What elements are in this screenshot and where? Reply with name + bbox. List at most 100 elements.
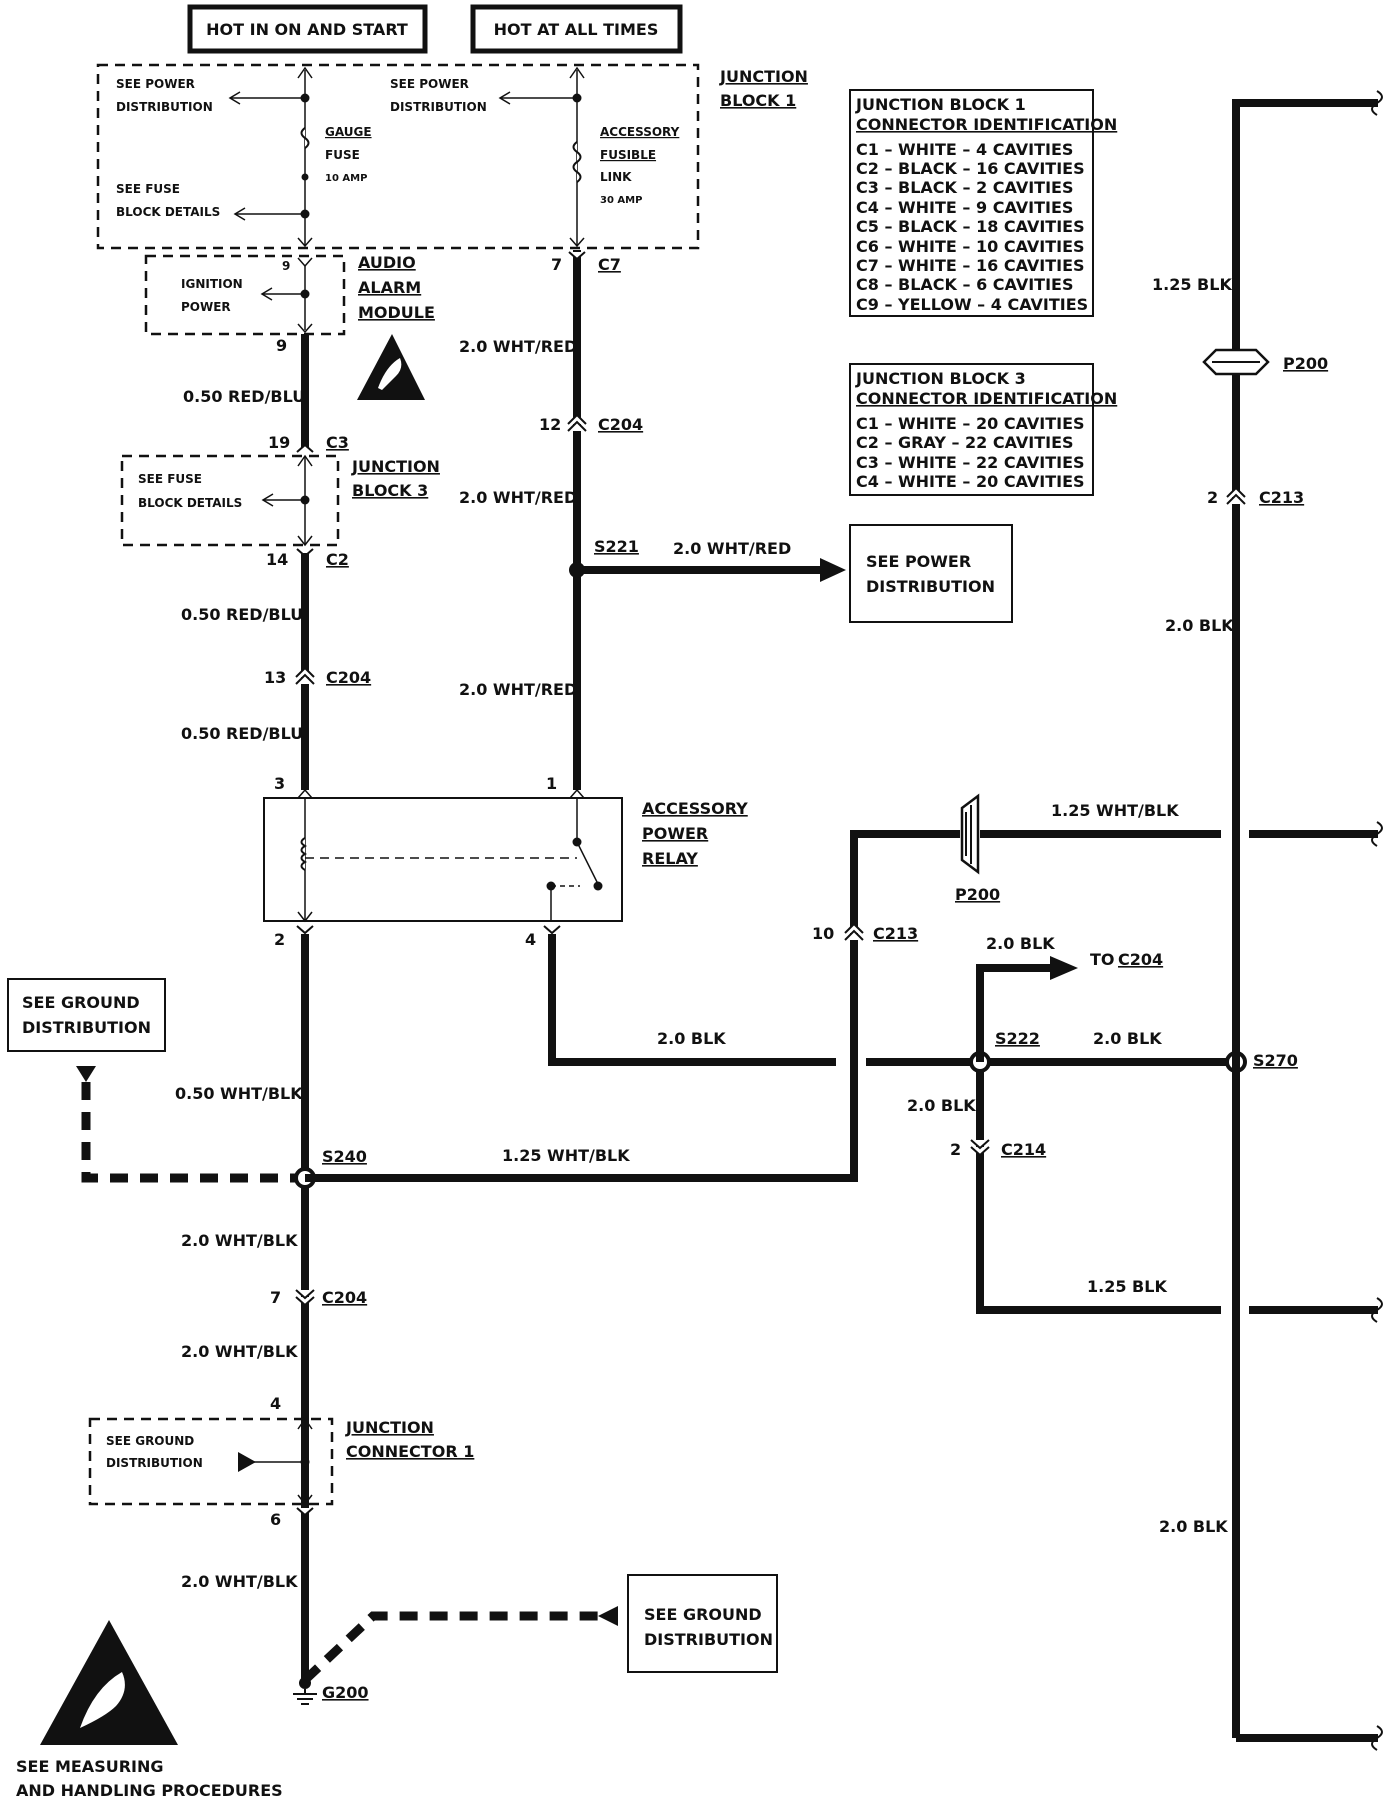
junction-block-1-name: JUNCTION — [719, 67, 808, 86]
c204-7-pin: 7 — [270, 1288, 281, 1307]
jb3-see-fuse-arrowhead — [261, 493, 274, 507]
c204-13-pin: 13 — [264, 668, 286, 687]
gauge-fuse-label-2: FUSE — [325, 148, 360, 162]
jb3-c3-connector — [296, 443, 314, 453]
see-power-distribution-box — [849, 524, 1013, 623]
relay-switch-blade — [576, 841, 599, 885]
relay-pin-3-arrow — [297, 788, 313, 799]
jb1-c7-connector — [568, 251, 586, 261]
p200-mid-connector — [960, 793, 980, 875]
jb1-table-row: C8 – BLACK – 6 CAVITIES — [856, 275, 1073, 294]
jb3-top-arrow — [297, 454, 313, 467]
gauge-fuse-symbol — [300, 127, 310, 149]
wire-label-wht-red-s221: 2.0 WHT/RED — [673, 539, 791, 558]
c214-pin: 2 — [950, 1140, 961, 1159]
c204-7-label: C204 — [322, 1288, 367, 1307]
audio-alarm-pin-9-bottom: 9 — [276, 336, 287, 355]
gauge-node-mid — [301, 173, 309, 181]
jc1-pin-6-connector — [296, 1507, 314, 1517]
jb3-c2-label: C2 — [326, 550, 349, 569]
splice-s221-label: S221 — [594, 537, 639, 556]
see-power-mid-2: DISTRIBUTION — [390, 100, 487, 114]
ground-dist-bottom-dashed-wire — [301, 1611, 600, 1684]
jc1-pin-6: 6 — [270, 1510, 281, 1529]
ground-dist-bottom-arrowhead — [598, 1606, 618, 1626]
audio-alarm-pin-9-top: 9 — [282, 259, 290, 273]
wire-label-wht-blk-125-p200: 1.25 WHT/BLK — [1051, 801, 1179, 820]
audio-alarm-name-1: AUDIO — [358, 253, 416, 272]
splice-s222-label: S222 — [995, 1029, 1040, 1048]
p200-top-connector — [1202, 348, 1270, 376]
jb3-table-row: C3 – WHITE – 22 CAVITIES — [856, 453, 1085, 472]
p200-mid-label: P200 — [955, 885, 1000, 904]
jb3-name-1: JUNCTION — [351, 457, 440, 476]
relay-name-1: ACCESSORY — [642, 799, 748, 818]
see-power-mid-1: SEE POWER — [390, 77, 469, 91]
jb3-pin-14: 14 — [266, 550, 288, 569]
relay-coil-bottom-arrow — [297, 911, 313, 923]
relay-pin-1: 1 — [546, 774, 557, 793]
wire-label-wht-blk-050: 0.50 WHT/BLK — [175, 1084, 303, 1103]
jb3-name-2: BLOCK 3 — [352, 481, 428, 500]
accessory-fusible-link-symbol — [572, 141, 582, 183]
c204-13-connector — [295, 666, 315, 685]
junction-connector-1-outline — [88, 1417, 334, 1506]
accessory-link-label-1: ACCESSORY — [600, 125, 680, 139]
g200-label: G200 — [322, 1683, 369, 1702]
p200-top-label: P200 — [1283, 354, 1328, 373]
jb3-c3-label: C3 — [326, 433, 349, 452]
wire-label-blk-125-bottom: 1.25 BLK — [1087, 1277, 1167, 1296]
jb1-table-row: C2 – BLACK – 16 CAVITIES — [856, 159, 1085, 178]
jb3-table-title-2: CONNECTOR IDENTIFICATION — [856, 389, 1117, 408]
c214-connector — [970, 1139, 990, 1157]
audio-alarm-name-3: MODULE — [358, 303, 435, 322]
accessory-link-label-3: LINK — [600, 170, 632, 184]
see-ground-distribution-top-box — [7, 978, 166, 1052]
to-c204-prefix: TO — [1090, 950, 1115, 969]
c213-2-label: C213 — [1259, 488, 1304, 507]
wire-wht-blk-125-p200-a — [850, 830, 960, 840]
ground-dist-top-dashed-wire — [81, 1082, 298, 1183]
c204-13-label: C204 — [326, 668, 371, 687]
jb3-pin-19: 19 — [268, 433, 290, 452]
accessory-bottom-arrow — [569, 237, 585, 248]
wire-label-red-blu-2: 0.50 RED/BLU — [181, 605, 303, 624]
jb1-connector-table — [849, 89, 1094, 317]
see-power-left-2: DISTRIBUTION — [116, 100, 213, 114]
jb3-see-fuse-1: SEE FUSE — [138, 472, 202, 486]
jb1-table-row: C9 – YELLOW – 4 CAVITIES — [856, 295, 1088, 314]
jc1-see-ground-1: SEE GROUND — [106, 1434, 194, 1448]
see-power-distribution-1: SEE POWER — [866, 552, 971, 571]
jb3-table-row: C2 – GRAY – 22 CAVITIES — [856, 433, 1074, 452]
jb3-bottom-arrow — [297, 535, 313, 547]
jb3-connector-table — [849, 363, 1094, 496]
wire-label-red-blu-3: 0.50 RED/BLU — [181, 724, 303, 743]
jb1-table-row: C7 – WHITE – 16 CAVITIES — [856, 256, 1085, 275]
wire-label-blk-to-c204: 2.0 BLK — [986, 934, 1055, 953]
see-ground-distribution-top-2: DISTRIBUTION — [22, 1018, 151, 1037]
see-power-left-1: SEE POWER — [116, 77, 195, 91]
wire-label-wht-red-2: 2.0 WHT/RED — [459, 488, 577, 507]
wire-blk-125-bottom-break — [1371, 1297, 1383, 1323]
hot-run-start-box — [187, 4, 428, 54]
ground-symbol-icon — [293, 1689, 317, 1705]
jb3-table-row: C4 – WHITE – 20 CAVITIES — [856, 472, 1085, 491]
jc1-name-1: JUNCTION — [345, 1418, 434, 1437]
ignition-power-label-1: IGNITION — [181, 277, 243, 291]
jc1-pin-4: 4 — [270, 1394, 281, 1413]
jc1-ground-arrowhead — [238, 1452, 256, 1472]
c204-12-pin: 12 — [539, 415, 561, 434]
relay-pin-2-connector — [296, 925, 314, 935]
jb1-table-row: C5 – BLACK – 18 CAVITIES — [856, 217, 1085, 236]
wire-blk-right-bottom-break — [1371, 1725, 1383, 1751]
c214-label: C214 — [1001, 1140, 1046, 1159]
c204-12-connector — [567, 413, 587, 432]
jb1-table-title-1: JUNCTION BLOCK 1 — [855, 95, 1026, 114]
audio-alarm-top-connector — [297, 257, 313, 268]
accessory-top-arrow — [569, 66, 585, 79]
gauge-bottom-arrow — [297, 237, 313, 248]
jb1-table-row: C1 – WHITE – 4 CAVITIES — [856, 140, 1073, 159]
audio-alarm-name-2: ALARM — [358, 278, 421, 297]
jb3-table-row: C1 – WHITE – 20 CAVITIES — [856, 414, 1085, 433]
relay-pin-3: 3 — [274, 774, 285, 793]
